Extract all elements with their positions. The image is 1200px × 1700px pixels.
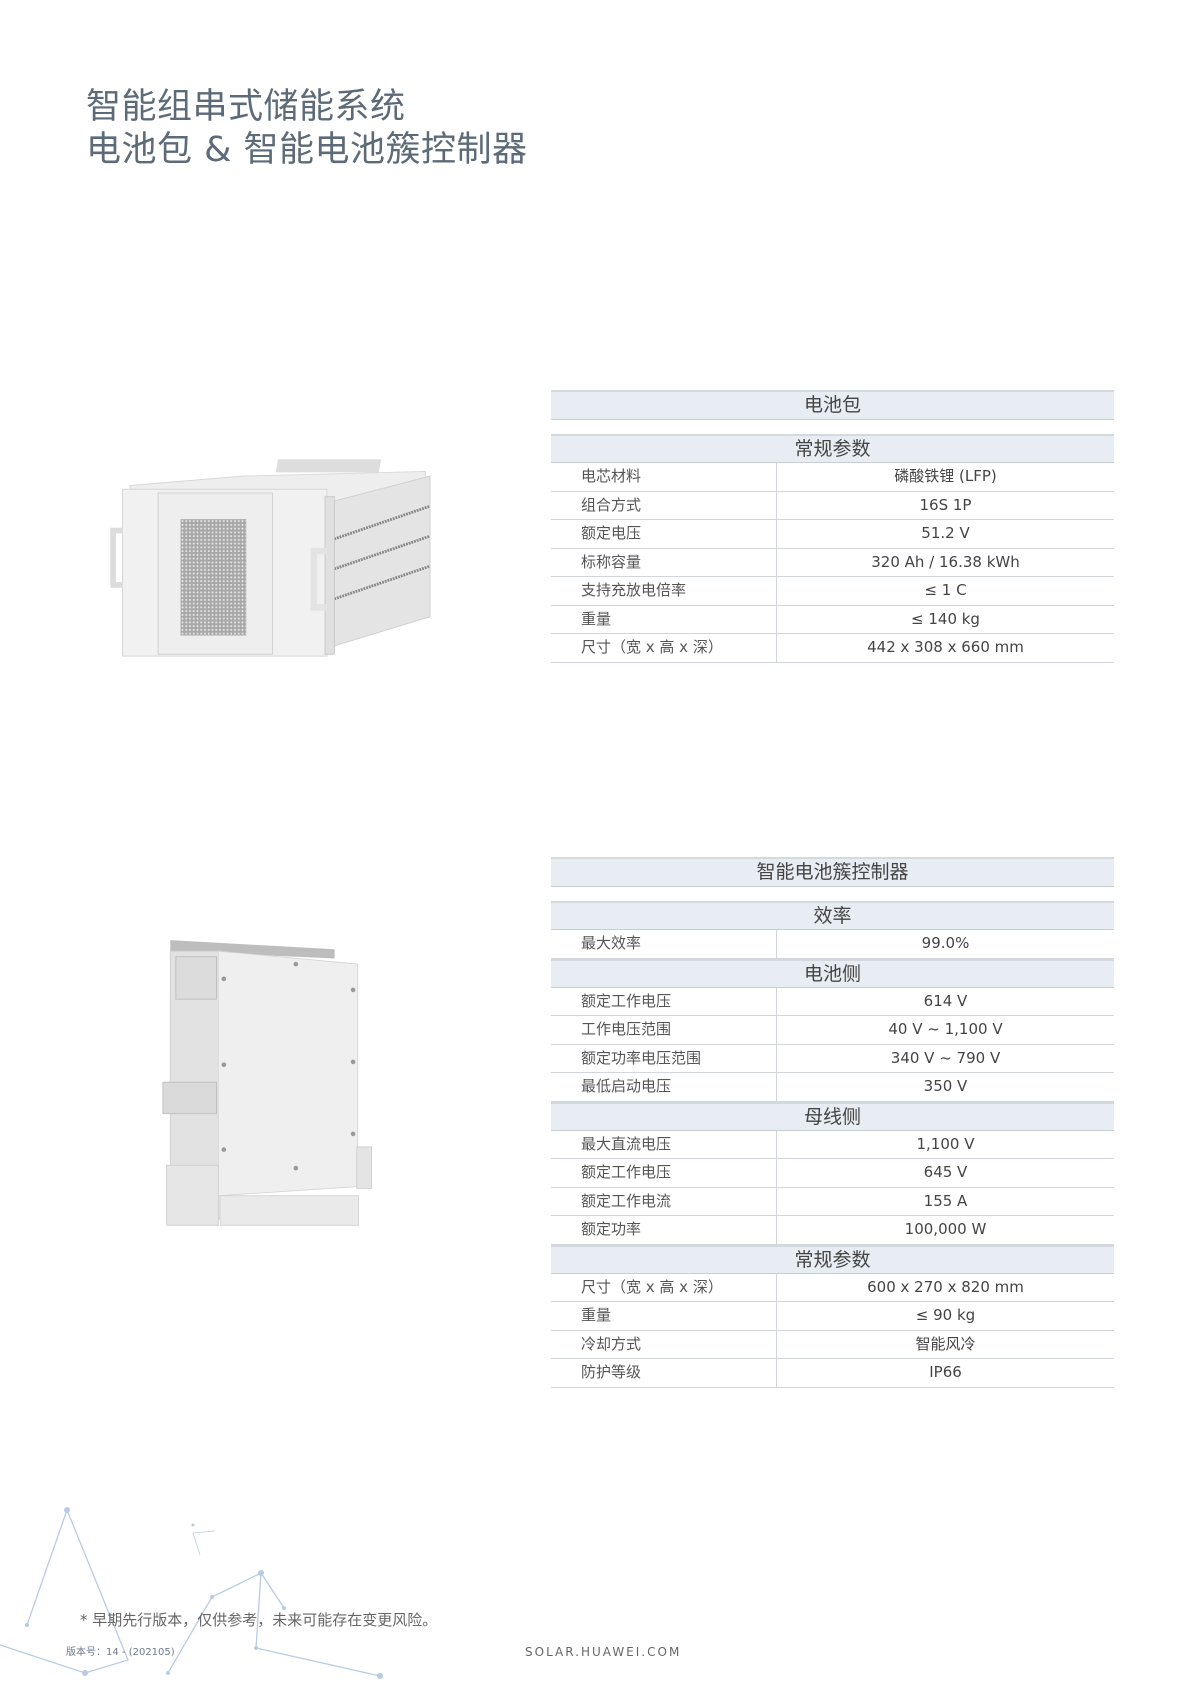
disclaimer-note: * 早期先行版本，仅供参考，未来可能存在变更风险。 bbox=[80, 1611, 438, 1629]
row-value: 645 V bbox=[923, 1163, 968, 1181]
table-row: 额定电压 51.2 V bbox=[551, 520, 1114, 549]
controller-spec-table: 智能电池簇控制器 效率 最大效率 99.0% 电池侧 额定工作电压 614 V 工作… bbox=[551, 857, 1114, 1388]
row-label: 标称容量 bbox=[551, 548, 777, 576]
row-label: 额定功率 bbox=[551, 1216, 777, 1244]
battery-pack-spec-table: 电池包 常规参数 电芯材料 磷酸铁锂 (LFP) 组合方式 16S 1P 额定电压 5… bbox=[551, 390, 1114, 663]
table-title: 电池包 bbox=[551, 390, 1114, 420]
table-row: 尺寸（宽 x 高 x 深） 442 x 308 x 660 mm bbox=[551, 634, 1114, 663]
table-row: 尺寸（宽 x 高 x 深） 600 x 270 x 820 mm bbox=[551, 1273, 1114, 1302]
group-title-general: 常规参数 bbox=[551, 1244, 1114, 1274]
table-row: 额定工作电压 645 V bbox=[551, 1159, 1114, 1188]
row-value: 磷酸铁锂 (LFP) bbox=[894, 467, 997, 485]
row-value: 1,100 V bbox=[916, 1134, 975, 1153]
row-label: 冷却方式 bbox=[551, 1330, 777, 1358]
row-label: 支持充放电倍率 bbox=[551, 577, 777, 605]
table-row: 重量 ≤ 90 kg bbox=[551, 1302, 1114, 1331]
row-label: 额定工作电压 bbox=[551, 1159, 777, 1187]
row-label: 防护等级 bbox=[551, 1359, 777, 1387]
group-title-bus-side: 母线侧 bbox=[551, 1101, 1114, 1131]
table-row: 额定功率电压范围 340 V ~ 790 V bbox=[551, 1044, 1114, 1073]
table-row: 电芯材料 磷酸铁锂 (LFP) bbox=[551, 463, 1114, 492]
row-value: 350 V bbox=[923, 1077, 968, 1095]
row-label: 组合方式 bbox=[551, 491, 777, 519]
table-row: 最低启动电压 350 V bbox=[551, 1073, 1114, 1102]
page-title-line1: 智能组串式储能系统 bbox=[86, 87, 406, 127]
row-label: 重量 bbox=[551, 605, 777, 633]
row-value: ≤ 90 kg bbox=[915, 1306, 976, 1324]
row-value: IP66 bbox=[929, 1363, 962, 1381]
table-row: 标称容量 320 Ah / 16.38 kWh bbox=[551, 548, 1114, 577]
table-row: 额定工作电压 614 V bbox=[551, 987, 1114, 1016]
group-title-battery-side: 电池侧 bbox=[551, 958, 1114, 988]
row-value: 智能风冷 bbox=[915, 1334, 976, 1353]
row-label: 电芯材料 bbox=[551, 463, 777, 491]
table-row: 工作电压范围 40 V ~ 1,100 V bbox=[551, 1016, 1114, 1045]
table-row: 重量 ≤ 140 kg bbox=[551, 605, 1114, 634]
row-value: 442 x 308 x 660 mm bbox=[867, 638, 1024, 656]
row-value: ≤ 1 C bbox=[924, 581, 967, 599]
row-label: 工作电压范围 bbox=[551, 1016, 777, 1044]
table-row: 冷却方式 智能风冷 bbox=[551, 1330, 1114, 1359]
row-value: 100,000 W bbox=[904, 1220, 987, 1238]
table-title: 智能电池簇控制器 bbox=[551, 857, 1114, 887]
group-title-efficiency: 效率 bbox=[551, 901, 1114, 930]
table-row: 最大效率 99.0% bbox=[551, 930, 1114, 959]
row-label: 额定电压 bbox=[551, 520, 777, 548]
row-label: 重量 bbox=[551, 1302, 777, 1330]
row-label: 额定工作电压 bbox=[551, 987, 777, 1015]
group-title-general: 常规参数 bbox=[551, 434, 1114, 463]
constellation-decoration bbox=[0, 1507, 383, 1679]
rack-controller-image bbox=[162, 940, 373, 1226]
row-value: 16S 1P bbox=[919, 495, 972, 514]
page-title: 智能组串式储能系统 电池包 & 智能电池簇控制器 bbox=[86, 86, 528, 172]
table-row: 额定工作电流 155 A bbox=[551, 1187, 1114, 1216]
row-value: 614 V bbox=[923, 991, 968, 1010]
table-row: 支持充放电倍率 ≤ 1 C bbox=[551, 577, 1114, 606]
row-value: 99.0% bbox=[921, 934, 970, 952]
row-label: 最低启动电压 bbox=[551, 1073, 777, 1101]
table-row: 防护等级 IP66 bbox=[551, 1359, 1114, 1388]
row-value: 340 V ~ 790 V bbox=[890, 1048, 1001, 1067]
row-value: 51.2 V bbox=[921, 524, 970, 542]
row-label: 额定工作电流 bbox=[551, 1187, 777, 1215]
row-value: 40 V ~ 1,100 V bbox=[888, 1020, 1003, 1038]
website-link[interactable]: SOLAR.HUAWEI.COM bbox=[525, 1645, 682, 1659]
row-label: 最大效率 bbox=[551, 930, 777, 958]
table-row: 最大直流电压 1,100 V bbox=[551, 1130, 1114, 1159]
row-label: 尺寸（宽 x 高 x 深） bbox=[551, 1273, 777, 1301]
page-title-line2: 电池包 & 智能电池簇控制器 bbox=[86, 130, 528, 170]
row-label: 尺寸（宽 x 高 x 深） bbox=[551, 634, 777, 662]
row-value: 600 x 270 x 820 mm bbox=[867, 1277, 1024, 1296]
table-row: 额定功率 100,000 W bbox=[551, 1216, 1114, 1245]
row-value: ≤ 140 kg bbox=[911, 609, 980, 628]
row-label: 额定功率电压范围 bbox=[551, 1044, 777, 1072]
row-value: 155 A bbox=[923, 1191, 968, 1210]
battery-pack-image bbox=[110, 459, 431, 657]
version-number: 版本号：14 - (202105) bbox=[66, 1647, 175, 1658]
table-row: 组合方式 16S 1P bbox=[551, 491, 1114, 520]
row-value: 320 Ah / 16.38 kWh bbox=[871, 552, 1020, 571]
row-label: 最大直流电压 bbox=[551, 1130, 777, 1158]
